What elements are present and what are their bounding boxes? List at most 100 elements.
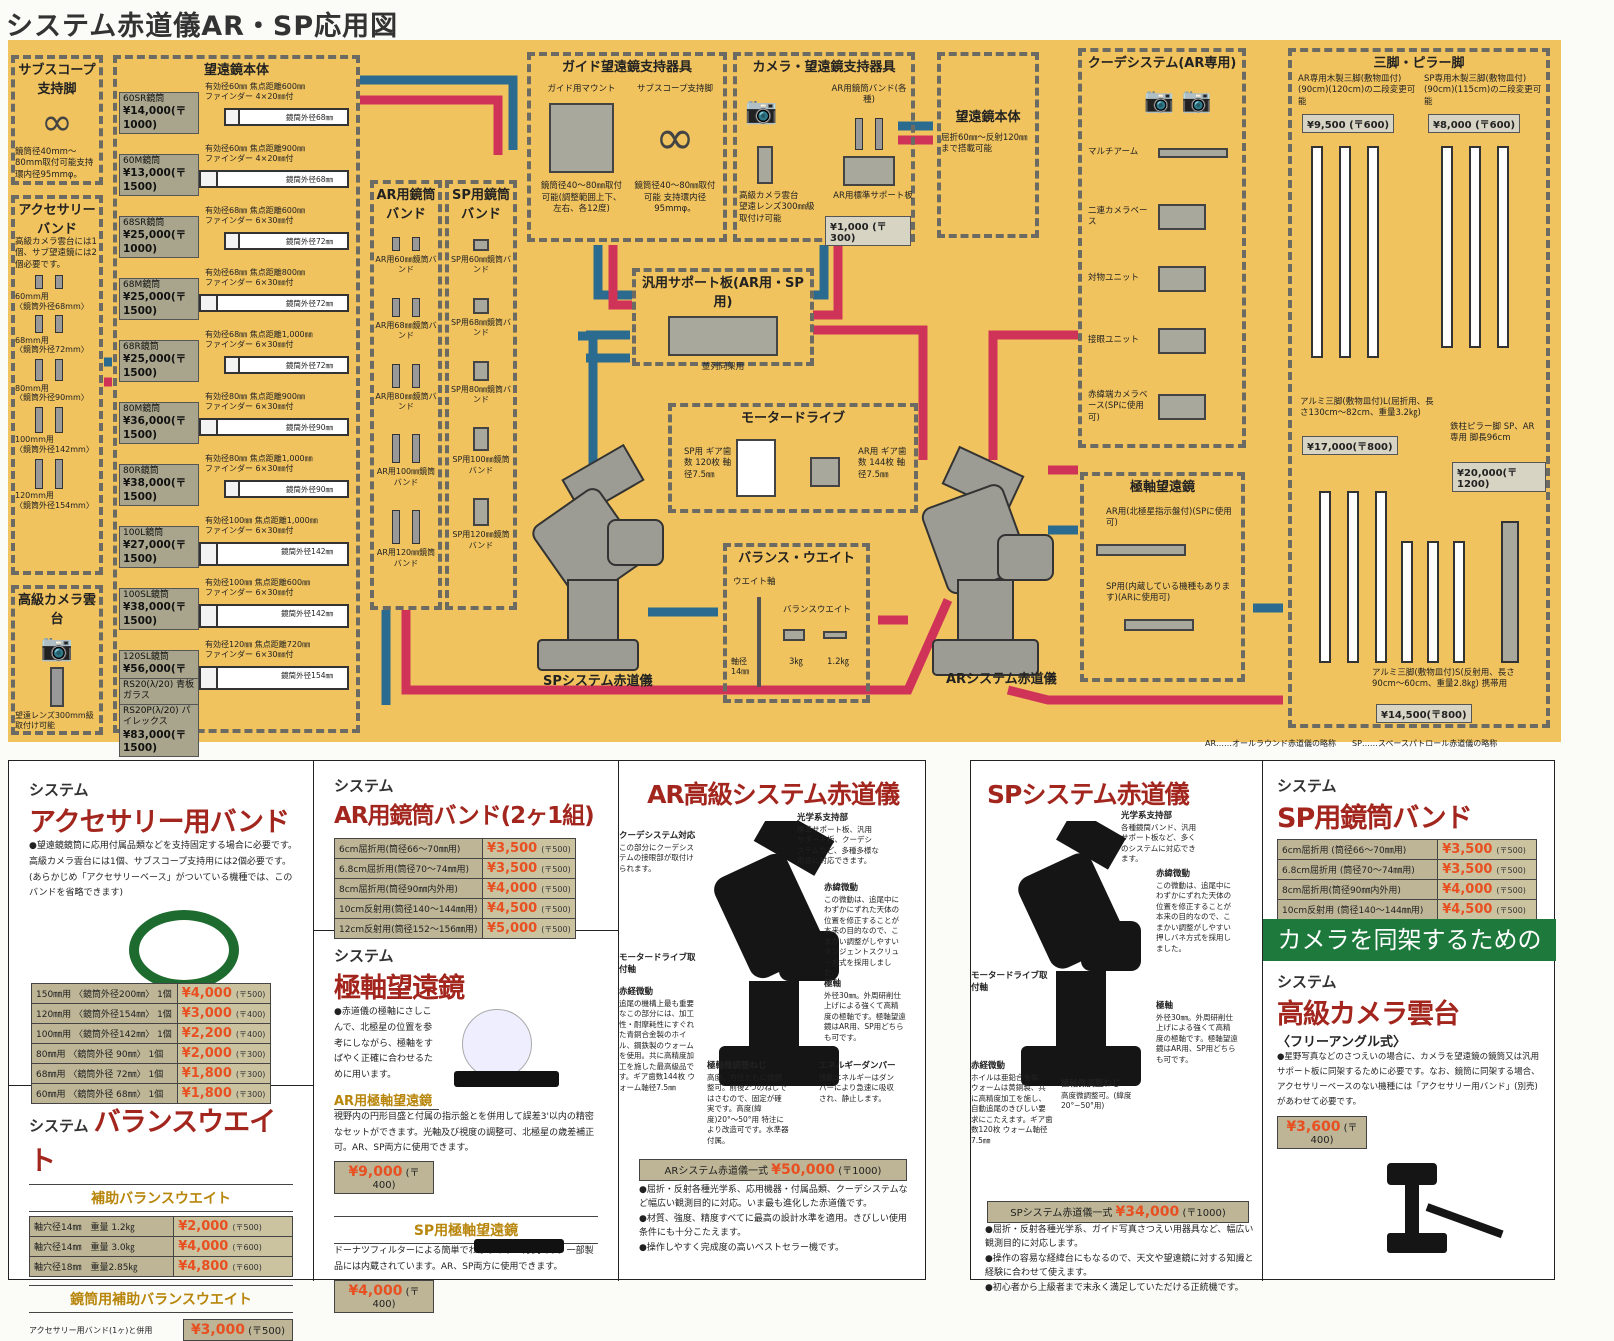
item-shipping: (〒300) [235,1070,266,1079]
telescope-finder: ファインダー 6×30㎜付 [205,588,294,597]
weight-shaft-icon [757,597,761,687]
table-row: 10cm反射用 (筒径140〜144㎜用)¥4,500(〒500) [1276,899,1537,920]
callout-text: 各種鏡筒バンド、汎用サポート板など、多くのシステムに対応できます。 [1121,822,1197,864]
band-label: AR用60㎜鏡筒バンド [375,255,437,275]
telescope-spec: 有効径100㎜ 焦点距離600㎜ [205,578,311,587]
accessory-band-item: 80mm用〈鏡筒外径90mm〉 [15,358,99,403]
band-size: 120mm用 [15,491,54,501]
item-shipping: (〒500) [541,885,571,894]
item-shipping: (〒300) [235,1050,266,1059]
band-pair-icon [15,358,99,384]
feature-callout: 極軸微調整ねじ高度、方位ともに微調整可。前後2つのねじではさむので、固定が確実で… [707,1061,789,1146]
feature-bullet: ●操作しやすく完成度の高いベストセラー機です。 [639,1242,845,1253]
coude-part-icon [1158,328,1206,354]
item-shipping: (〒500) [1496,846,1526,855]
band-diameter: 〈鏡筒外径90mm〉 [15,393,89,403]
telescope-tube: 鏡筒外径90㎜ [199,418,349,436]
accessory-band-heading: アクセサリー用バンド [29,807,290,838]
item-description: 6cm屈折用(筒径66〜70㎜用) [333,838,484,859]
guide-mount-note: 鏡筒径40〜80㎜取付可能(調整範囲上下、左右、各12度) [540,181,623,215]
feature-callout: 光学系支持部標準サポート板、汎用サポート板、クーデシステムなど、多種多様な用途に… [797,813,879,867]
telescope-finder: ファインダー 6×30㎜付 [205,526,294,535]
guide-mount-icon [549,103,614,174]
callout-text: 高度微調整可。(緯度20°−50°用) [1061,1090,1132,1111]
variant-price: ¥83,000(〒1500) [123,728,187,754]
table-row: 150㎜用 〈鏡筒外径200㎜〉 1個¥4,000(〒500) [31,983,272,1004]
telescope-tube: 鏡筒外径154㎜ [199,666,349,690]
support-plate-icon [843,156,895,186]
connector-red [608,245,632,310]
coude-item: 二連カメラベース [1088,204,1238,230]
telescope-price-tag: 68R鏡筒¥25,000(〒1500) [119,340,199,382]
telescope-finder: ファインダー 6×30㎜付 [205,464,294,473]
section-kicker: システム [334,947,394,965]
sp-polar-note: ドーナツフィルターによる簡単でわかりやすい方式です。一部製品には内蔵されています… [334,1246,594,1272]
ar-bands-title: AR用鏡筒バンド [376,188,436,222]
item-shipping: (〒500) [1496,886,1526,895]
polar-sp-label: SP用(内蔵している機種もあります)(ARに使用可) [1106,581,1231,604]
telescope-price: ¥27,000(〒1500) [123,539,187,565]
item-price: ¥3,000 [181,1006,232,1021]
sp-system-section: SPシステム赤道儀 光学系支持部各種鏡筒バンド、汎用サポート板など、多くのシステ… [971,761,1263,1293]
callout-heading: 極軸微調整ねじ [707,1061,767,1071]
sp-polar-shipping: (〒400) [372,1286,420,1310]
telescope-variant: RS20P(λ/20) パイレックス¥83,000(〒1500) [119,704,199,757]
connector-blue [360,75,518,150]
callout-heading: モータードライブ取付軸 [619,953,696,975]
item-price-cell: ¥4,800(〒600) [173,1256,293,1277]
coude-item-label: 接眼ユニット [1088,335,1140,346]
telescope-tube: 鏡筒外径142㎜ [199,542,349,566]
accessory-band-note: ●望遠鏡鏡筒に応用付属品類などを支持固定する場合に必要です。高級カメラ雲台には1… [29,841,297,899]
ar-system-section: AR高級システム赤道儀 クーデシステム対応この部分にクーデシステムの接眼部が取付… [619,761,927,1281]
band-size: 80mm用 [15,383,49,393]
item-description: 68㎜用 〈鏡筒外径 72㎜〉 1個 [31,1063,178,1084]
telescope-finder: ファインダー 6×30㎜付 [205,278,294,287]
camera-head-shipping: (〒400) [1310,1122,1358,1146]
sp-system-price-label: SPシステム赤道儀一式 [1010,1208,1113,1219]
weight-1kg-label: 1.2㎏ [827,657,850,667]
item-price-cell: ¥4,000(〒500) [1437,879,1537,900]
ar-band-item: AR用68㎜鏡筒バンド [374,297,438,342]
coude-part-icon [1158,147,1228,158]
camera-head-box: 高級カメラ雲台 📷 望遠レンズ300mm級取付け可能 [11,585,103,735]
sp-polar-price: ¥4,000 [348,1282,403,1299]
camera-head-heading: 高級カメラ雲台 [1277,999,1460,1030]
feature-callout: 赤経微動ホイルは亜鉛合金製、ウォームは黄銅製、共に高精度加工を施し、自動追尾のき… [971,1061,1053,1146]
universal-plate-box: 汎用サポート板(AR用・SP用) 並列同架用 [632,268,814,372]
connector-red [360,95,503,155]
band-icon [374,434,438,467]
band-label: SP用60㎜鏡筒バンド [450,255,512,275]
camera-head-name: 高級カメラ雲台 [739,191,799,201]
camera-icon: 📷 📷 [1144,86,1212,114]
callout-text: 標準サポート板、汎用サポート板、クーデシステムなど、多種多様な用途に対応できます… [797,824,879,866]
telescope-name: 100L鏡筒 [123,528,164,538]
item-description: 軸穴径14㎜ 重量 1.2㎏ [28,1216,175,1237]
camera-icon: 📷 [745,96,778,126]
item-price-cell: ¥4,500(〒500) [1437,899,1537,920]
tripod-legs-drawing [1311,146,1519,663]
accessory-band-item: 60mm用〈鏡筒外径68mm〉 [15,275,99,311]
item-description: 12cm反射用(筒径152〜156㎜用) [333,918,484,939]
accessory-band-section: システム アクセサリー用バンド ●望遠鏡鏡筒に応用付属品類などを支持固定する場合… [9,761,314,1104]
subscope-stand-label: サブスコープ支持脚 [637,84,713,94]
telescope-price: ¥13,000(〒1500) [123,167,187,193]
polar-scope-heading: 極軸望遠鏡 [334,973,465,1004]
sp-band-item: SP用68㎜鏡筒バンド [449,297,513,339]
connector-lines [104,75,1283,705]
polar-ar-label: AR用(北極星指示盤付)(SPに使用可) [1106,507,1232,529]
feature-callout: 極軸外径30㎜。外周研削仕上げによる強くて高精度の極軸です。極軸望遠鏡はAR用、… [824,979,906,1043]
telescope-finder: ファインダー 6×30㎜付 [205,650,294,659]
item-price: ¥2,000 [178,1219,229,1234]
item-shipping: (〒500) [235,990,266,999]
telescope-tube: 鏡筒外径142㎜ [199,604,349,628]
scope-body-box: 望遠鏡本体 屈折60㎜〜反射120㎜まで搭載可能 [937,52,1039,238]
band-label: AR用80㎜鏡筒バンド [375,391,437,411]
band-label: AR用68㎜鏡筒バンド [375,320,437,341]
callout-heading: 光学系支持部 [797,813,849,823]
telescope-name: 68SR鏡筒 [123,218,165,228]
universal-plate-icon [668,316,778,356]
